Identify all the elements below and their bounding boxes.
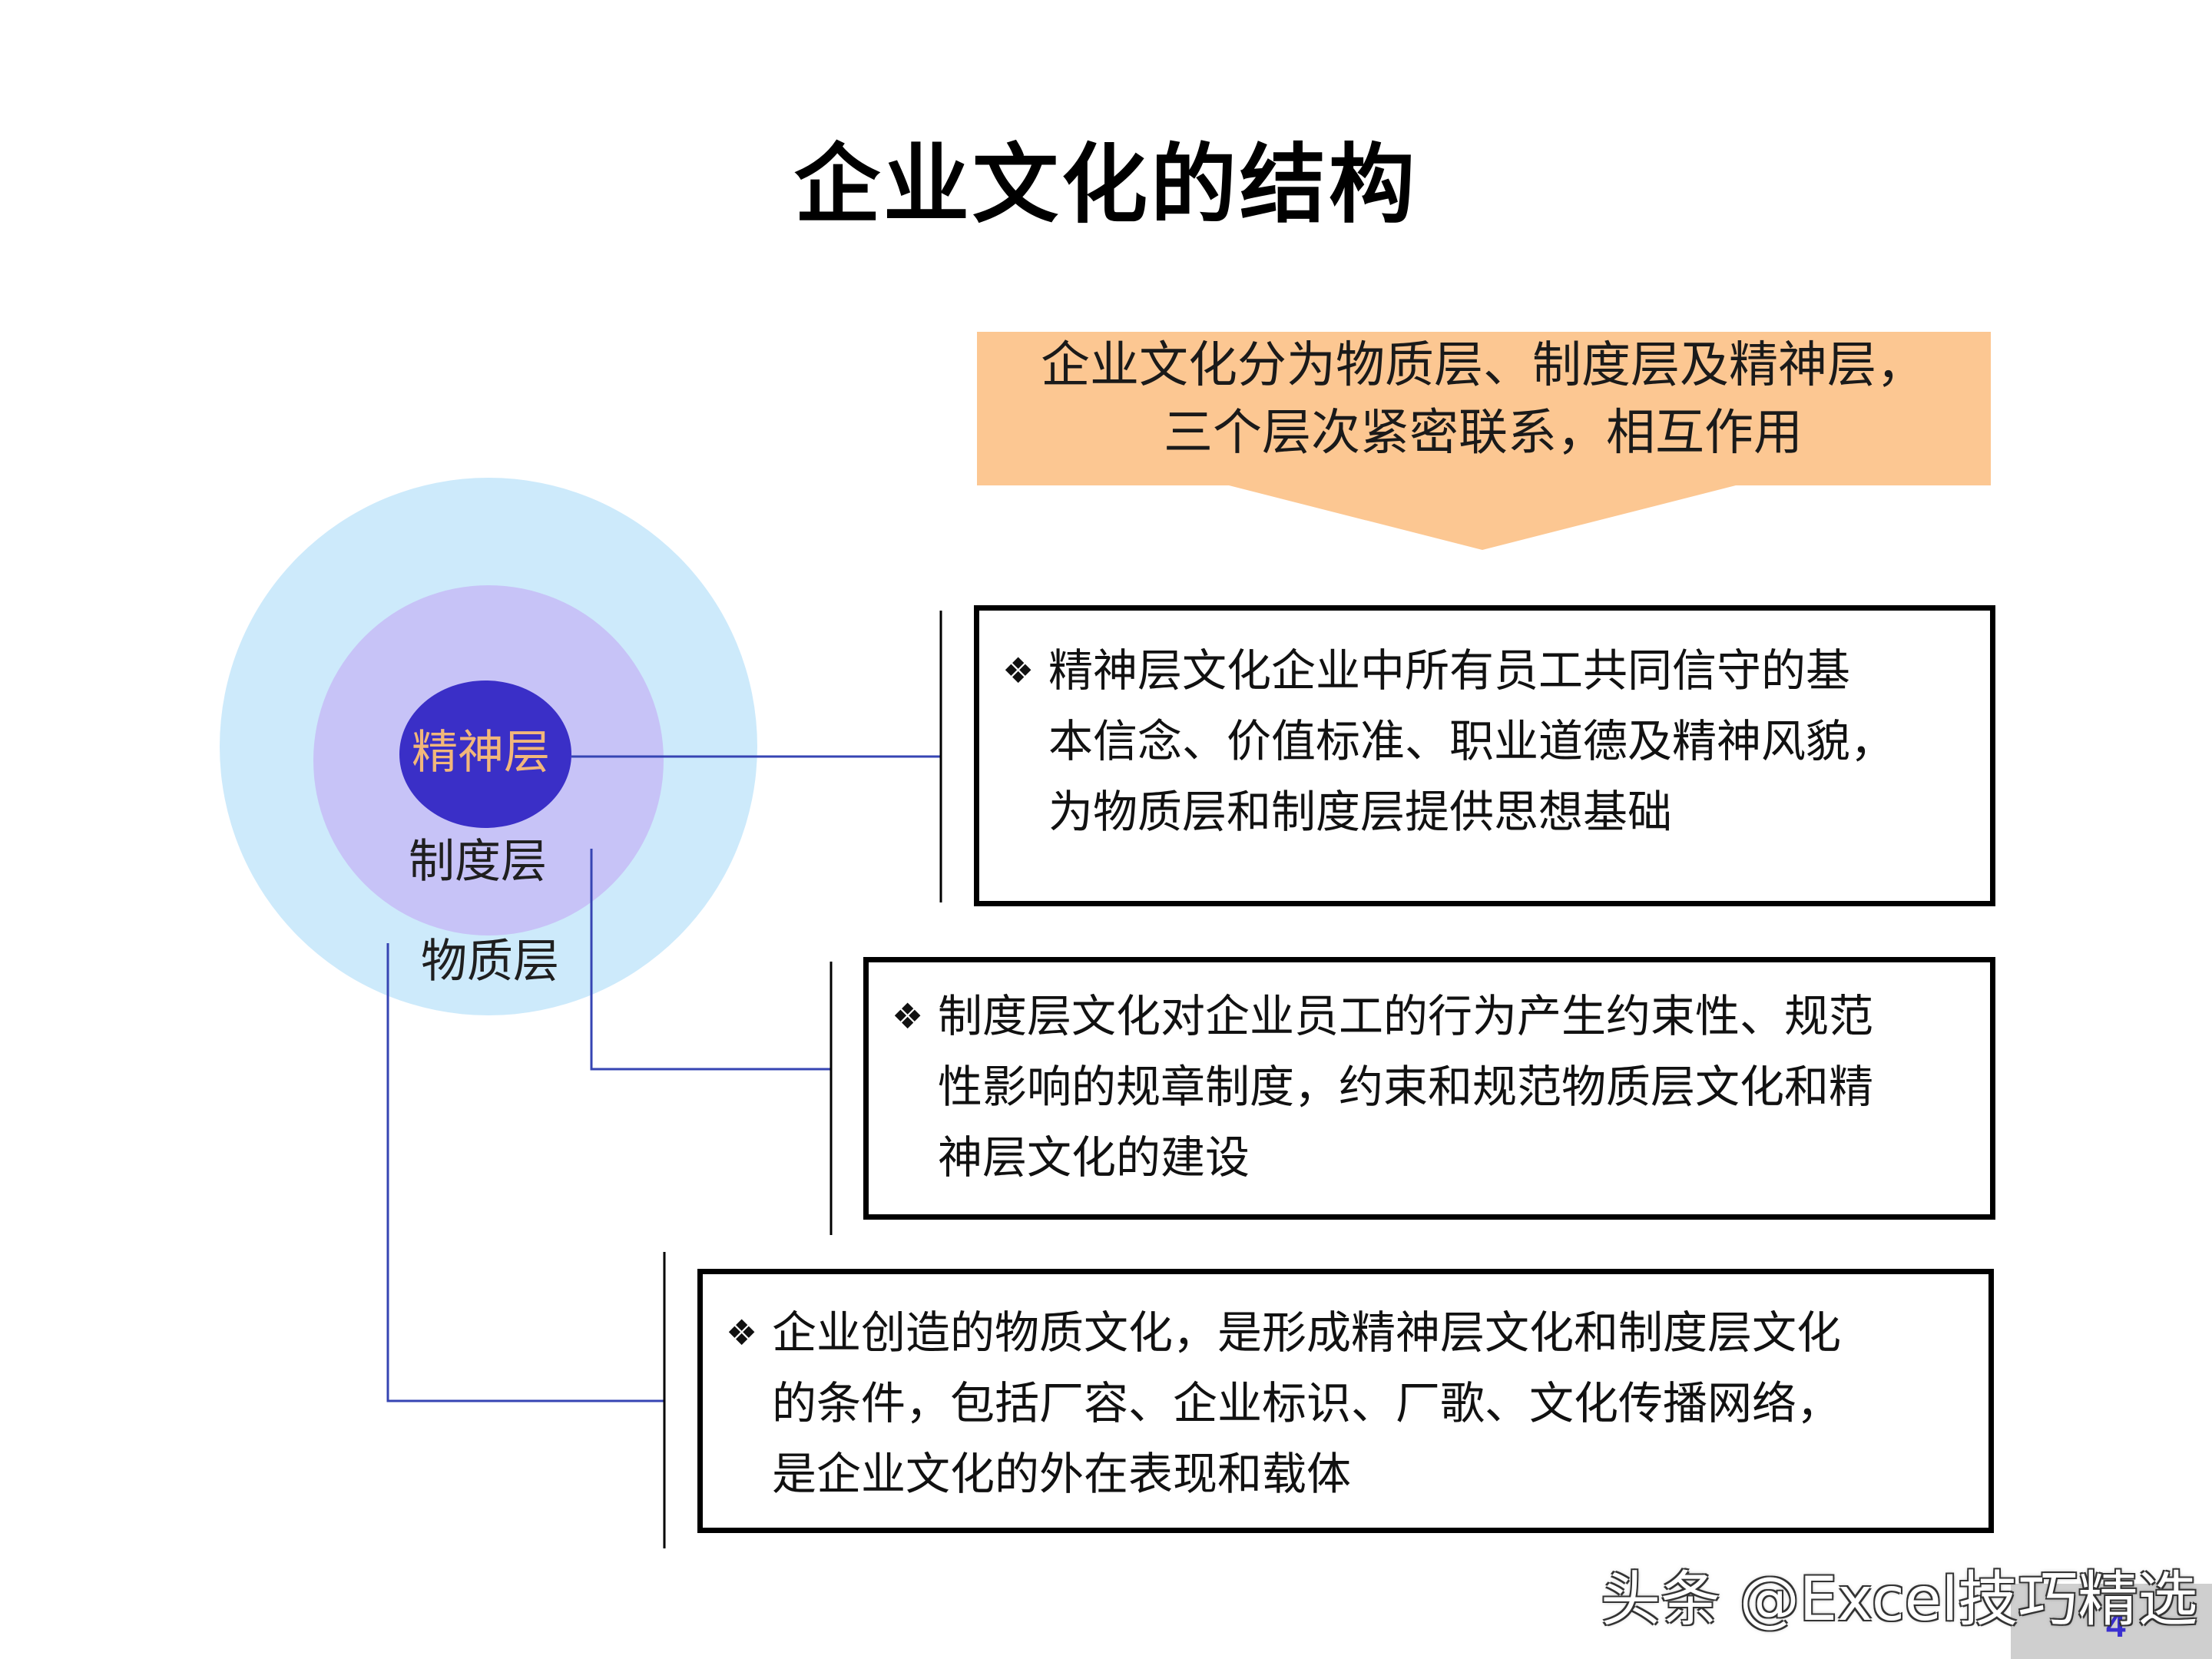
- description-line: 是企业文化的外在表现和载体: [772, 1448, 1352, 1500]
- bullet-icon: ❖: [892, 995, 924, 1037]
- summary-line-1: 企业文化分为物质层、制度层及精神层，: [1041, 337, 1926, 394]
- connector-system: [590, 849, 831, 1071]
- description-line: 性影响的规章制度，约束和规范物质层文化和精: [938, 1061, 1874, 1113]
- watermark: 头条 @Excel技巧精选: [1601, 1565, 2198, 1634]
- bullet-icon: ❖: [1002, 650, 1035, 691]
- material-description-box: ❖ 企业创造的物质文化，是形成精神层文化和制度层文化 的条件，包括厂容、企业标识…: [697, 1269, 1994, 1533]
- inner-circle-spirit: [399, 680, 571, 828]
- system-description-box: ❖ 制度层文化对企业员工的行为产生约束性、规范 性影响的规章制度，约束和规范物质…: [863, 957, 1995, 1220]
- slide-title: 企业文化的结构: [794, 135, 1418, 235]
- page-number-tab: [2011, 1584, 2212, 1659]
- description-line: 为物质层和制度层提供思想基础: [1048, 786, 1673, 838]
- description-line: 精神层文化企业中所有员工共同信守的基: [1048, 644, 1851, 697]
- connector-material: [386, 943, 664, 1402]
- label-material-layer: 物质层: [421, 935, 559, 988]
- label-spirit-layer: 精神层: [412, 726, 550, 780]
- description-line: 神层文化的建设: [938, 1131, 1250, 1184]
- description-line: 企业创造的物质文化，是形成精神层文化和制度层文化: [772, 1306, 1842, 1359]
- spirit-description-box: ❖ 精神层文化企业中所有员工共同信守的基 本信念、价值标准、职业道德及精神风貌，…: [974, 605, 1995, 906]
- summary-callout-shape: [977, 332, 1991, 550]
- description-line: 的条件，包括厂容、企业标识、厂歌、文化传播网络，: [772, 1377, 1842, 1429]
- bullet-icon: ❖: [726, 1312, 758, 1353]
- label-system-layer: 制度层: [409, 835, 547, 889]
- page-number: 4: [2106, 1604, 2126, 1644]
- summary-callout: 企业文化分为物质层、制度层及精神层， 三个层次紧密联系，相互作用: [977, 332, 1989, 467]
- description-line: 本信念、价值标准、职业道德及精神风貌，: [1048, 715, 1896, 767]
- description-line: 制度层文化对企业员工的行为产生约束性、规范: [938, 990, 1874, 1042]
- summary-line-2: 三个层次紧密联系，相互作用: [1164, 405, 1803, 462]
